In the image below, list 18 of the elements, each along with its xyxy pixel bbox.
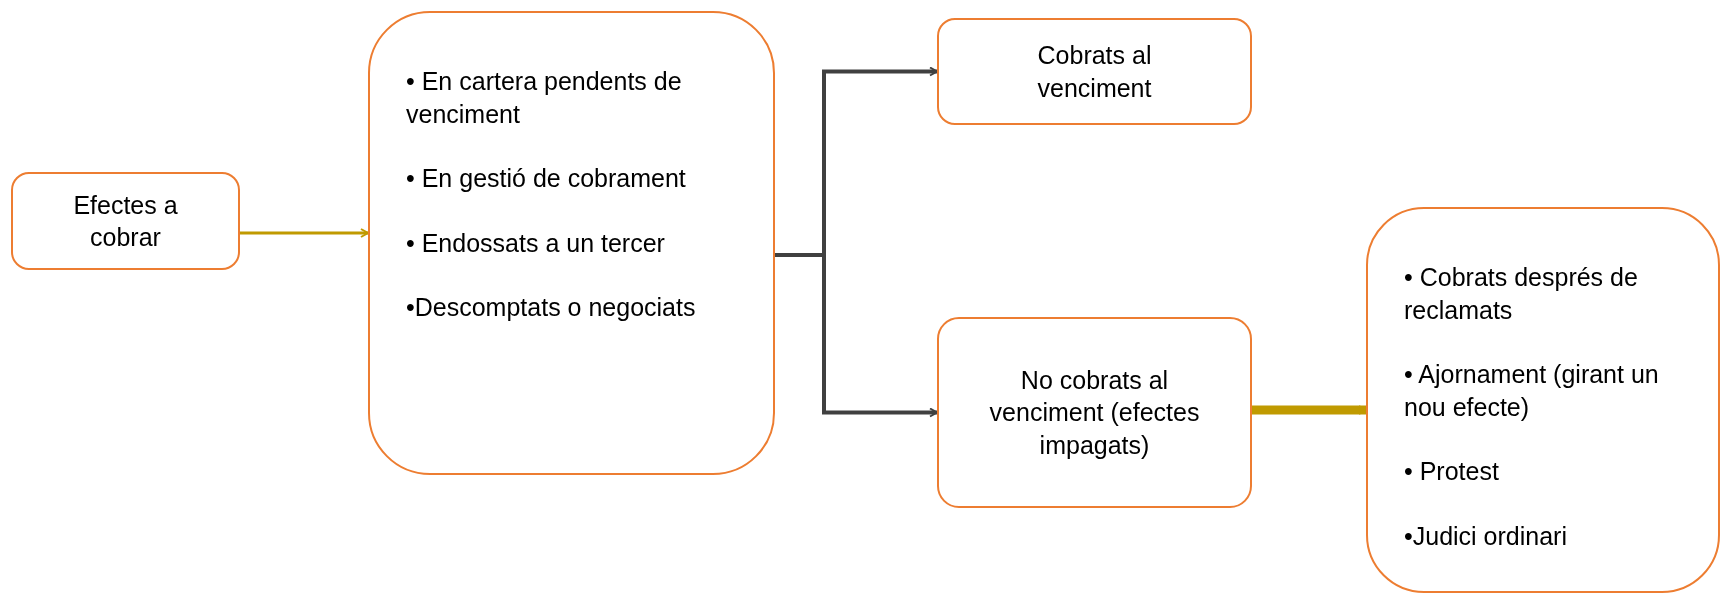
list-item: • Protest <box>1404 456 1499 487</box>
list-item: •Judici ordinari <box>1404 520 1567 552</box>
process-box <box>937 18 1252 125</box>
list-item: • Cobrats després de reclamats <box>1404 262 1639 326</box>
list-item: • Ajornament (girant un nou efecte) <box>1404 359 1660 423</box>
list-item: • En gestió de cobrament <box>406 163 686 194</box>
list-item: •Descomptats o negociats <box>406 292 696 323</box>
list-box <box>1366 207 1720 593</box>
process-box <box>11 172 240 270</box>
box-label: No cobrats al venciment (efectes impagats) <box>988 364 1201 461</box>
box-label: Efectes a cobrar <box>72 189 179 253</box>
box-label: Cobrats al venciment <box>1036 40 1153 104</box>
process-box <box>937 317 1252 508</box>
list-box <box>368 11 775 475</box>
arrow <box>1252 405 1367 415</box>
list-item: • Endossats a un tercer <box>406 227 665 259</box>
arrow <box>240 228 369 238</box>
list-item: • En cartera pendents de venciment <box>406 66 683 130</box>
